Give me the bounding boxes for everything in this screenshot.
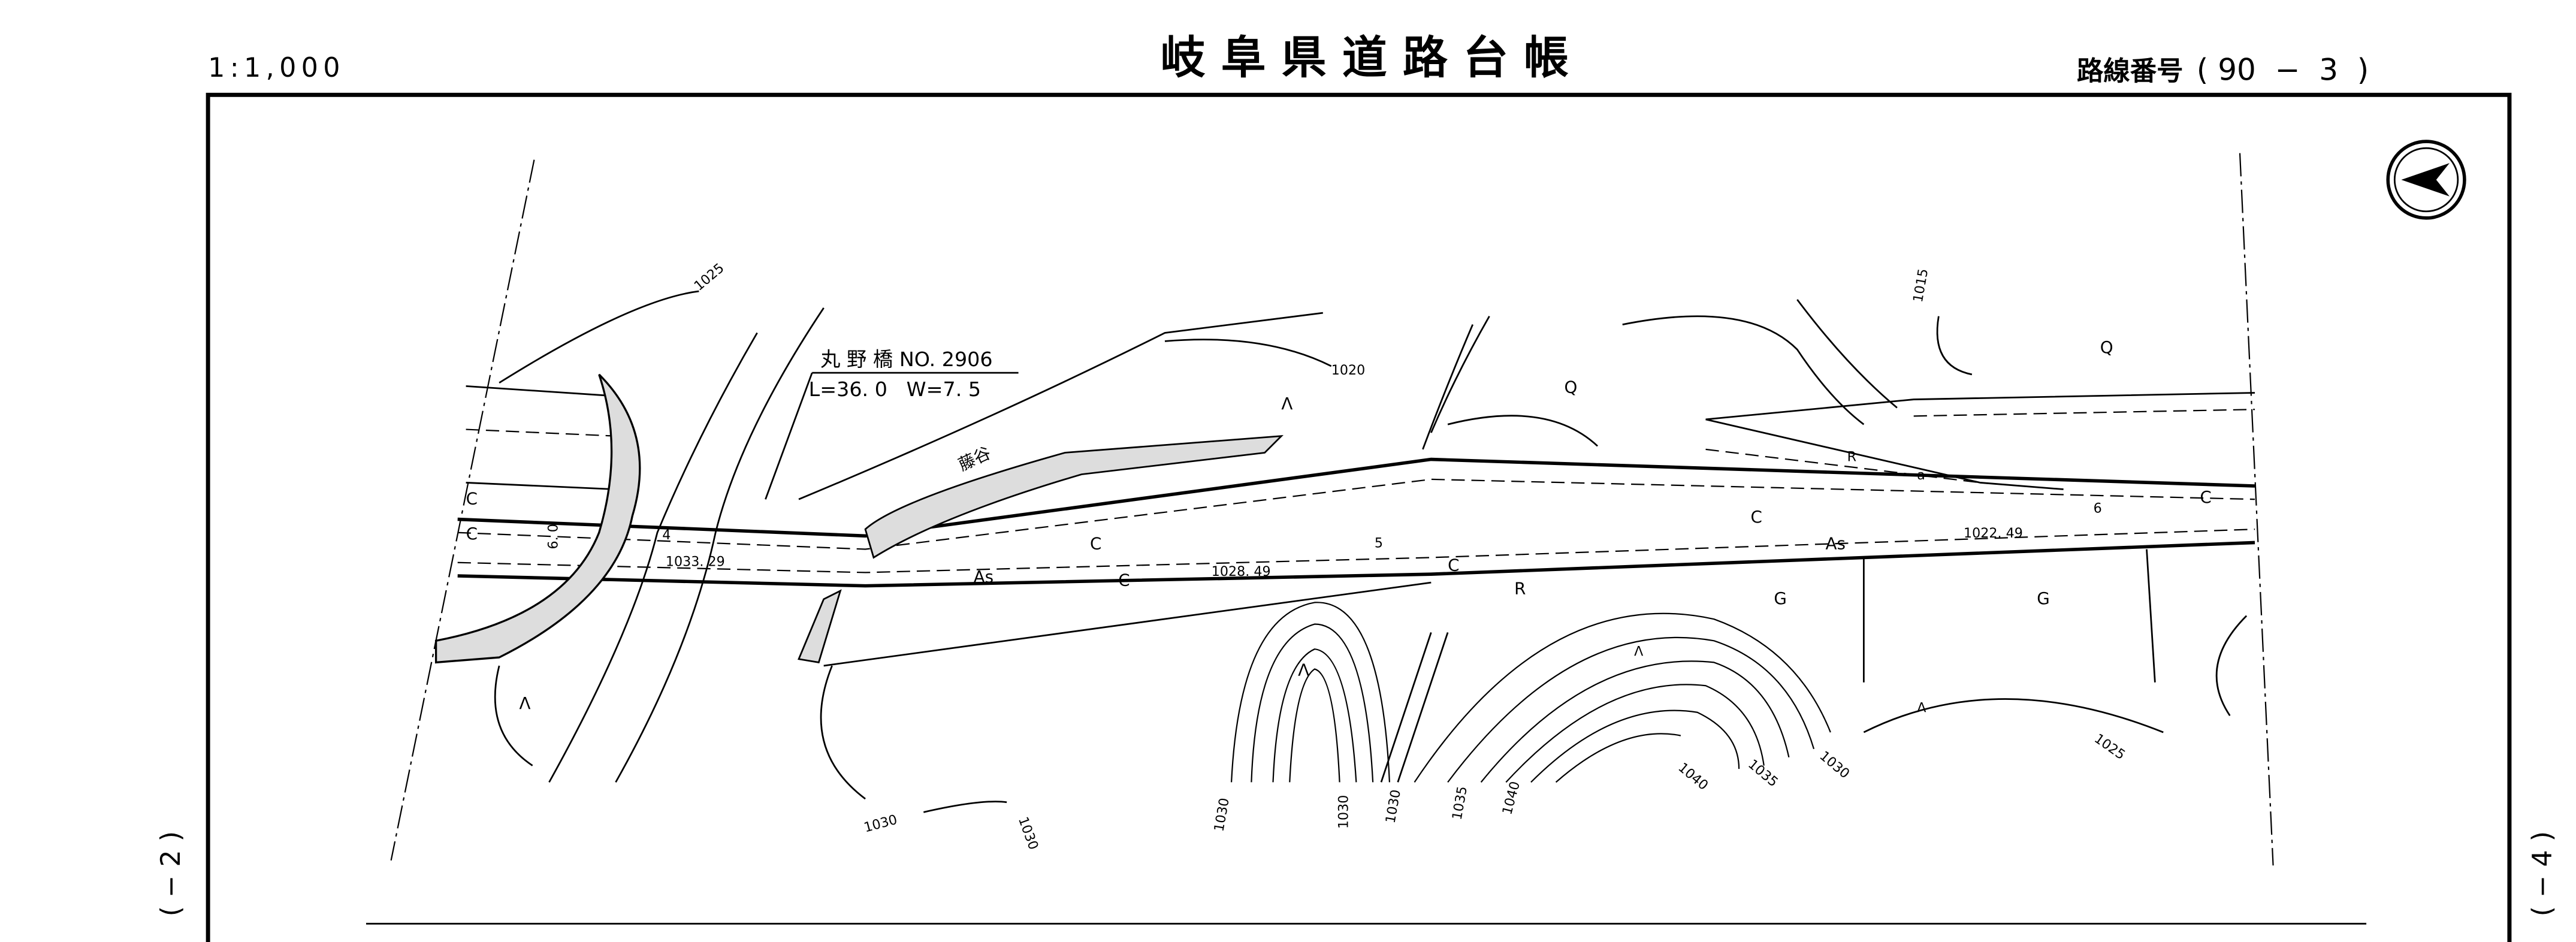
bridge-callout: 丸 野 橋 NO. 2906 L=36. 0 W=7. 5 bbox=[765, 348, 1019, 500]
map-label: a bbox=[1917, 467, 1925, 483]
map-label: Q bbox=[1565, 377, 1578, 397]
scale-label: 1:1,000 bbox=[208, 53, 345, 83]
map-label: 藤谷 bbox=[955, 443, 993, 475]
map-label: 1030 bbox=[1336, 795, 1351, 829]
map-label: 1033. 29 bbox=[666, 554, 725, 569]
sheet-boundary-left bbox=[390, 159, 535, 861]
map-label: C bbox=[2200, 487, 2211, 507]
bridge-dims: L=36. 0 W=7. 5 bbox=[809, 378, 981, 401]
map-label: R bbox=[1514, 579, 1526, 599]
retaining-wall bbox=[434, 373, 1284, 664]
map-label: 1025 bbox=[2091, 731, 2128, 763]
map-label: G bbox=[2037, 588, 2050, 608]
map-label: C bbox=[466, 524, 478, 544]
sheet-boundary-right bbox=[2239, 153, 2274, 866]
map-label: As bbox=[1826, 534, 1846, 554]
map-label: Q bbox=[2100, 337, 2113, 357]
map-label: 4 bbox=[662, 527, 671, 543]
road bbox=[457, 385, 2255, 683]
map-label: R bbox=[1847, 449, 1856, 464]
map-label: Λ bbox=[1298, 660, 1309, 680]
map-label: 1015 bbox=[1910, 267, 1931, 303]
route-number: ( 90 − 3 ) bbox=[2197, 52, 2369, 87]
map-label: 1035 bbox=[1449, 785, 1470, 821]
map-label: 6 bbox=[2094, 500, 2102, 516]
map-label: C bbox=[1090, 534, 1101, 554]
terrain bbox=[494, 290, 2248, 813]
map-label: C bbox=[1118, 570, 1130, 590]
map-label: 1030 bbox=[1015, 815, 1041, 852]
map-frame bbox=[206, 92, 2512, 942]
map-label: 5 bbox=[1375, 536, 1383, 551]
route-label: 路線番号 bbox=[2077, 56, 2184, 86]
map-label: 1030 bbox=[1383, 789, 1404, 825]
map-label: C bbox=[1448, 555, 1459, 575]
map-label: 1040 bbox=[1675, 760, 1711, 793]
map-label: 1030 bbox=[1817, 748, 1853, 781]
map-label: 1040 bbox=[1499, 780, 1523, 816]
map-label: 1020 bbox=[1331, 363, 1366, 378]
right-sheet-label: ( − 4 ) bbox=[2527, 831, 2557, 917]
map-label: Λ bbox=[1917, 701, 1926, 716]
map-label: C bbox=[1751, 507, 1762, 527]
map-label: C bbox=[466, 489, 478, 509]
map-label: 1030 bbox=[1211, 797, 1232, 833]
map-label: 1028. 49 bbox=[1212, 564, 1271, 579]
north-arrow-icon bbox=[2386, 140, 2466, 220]
bridge-name: 丸 野 橋 NO. 2906 bbox=[820, 348, 992, 371]
map-label: 1025 bbox=[691, 260, 727, 294]
map-label: Λ bbox=[1281, 394, 1292, 413]
map-label: As bbox=[974, 567, 993, 587]
map-label: 6. 0 bbox=[545, 524, 561, 549]
map-label: Λ bbox=[1634, 644, 1643, 659]
map-label: G bbox=[1774, 588, 1787, 608]
page-title: 岐 阜 県 道 路 台 帳 bbox=[1161, 31, 1569, 84]
map-label: 1022. 49 bbox=[1964, 526, 2023, 541]
map-label: 1030 bbox=[862, 812, 899, 836]
contour-lines bbox=[1230, 602, 1831, 783]
left-sheet-label: ( − 2 ) bbox=[156, 831, 186, 917]
map-label: Λ bbox=[519, 693, 530, 713]
